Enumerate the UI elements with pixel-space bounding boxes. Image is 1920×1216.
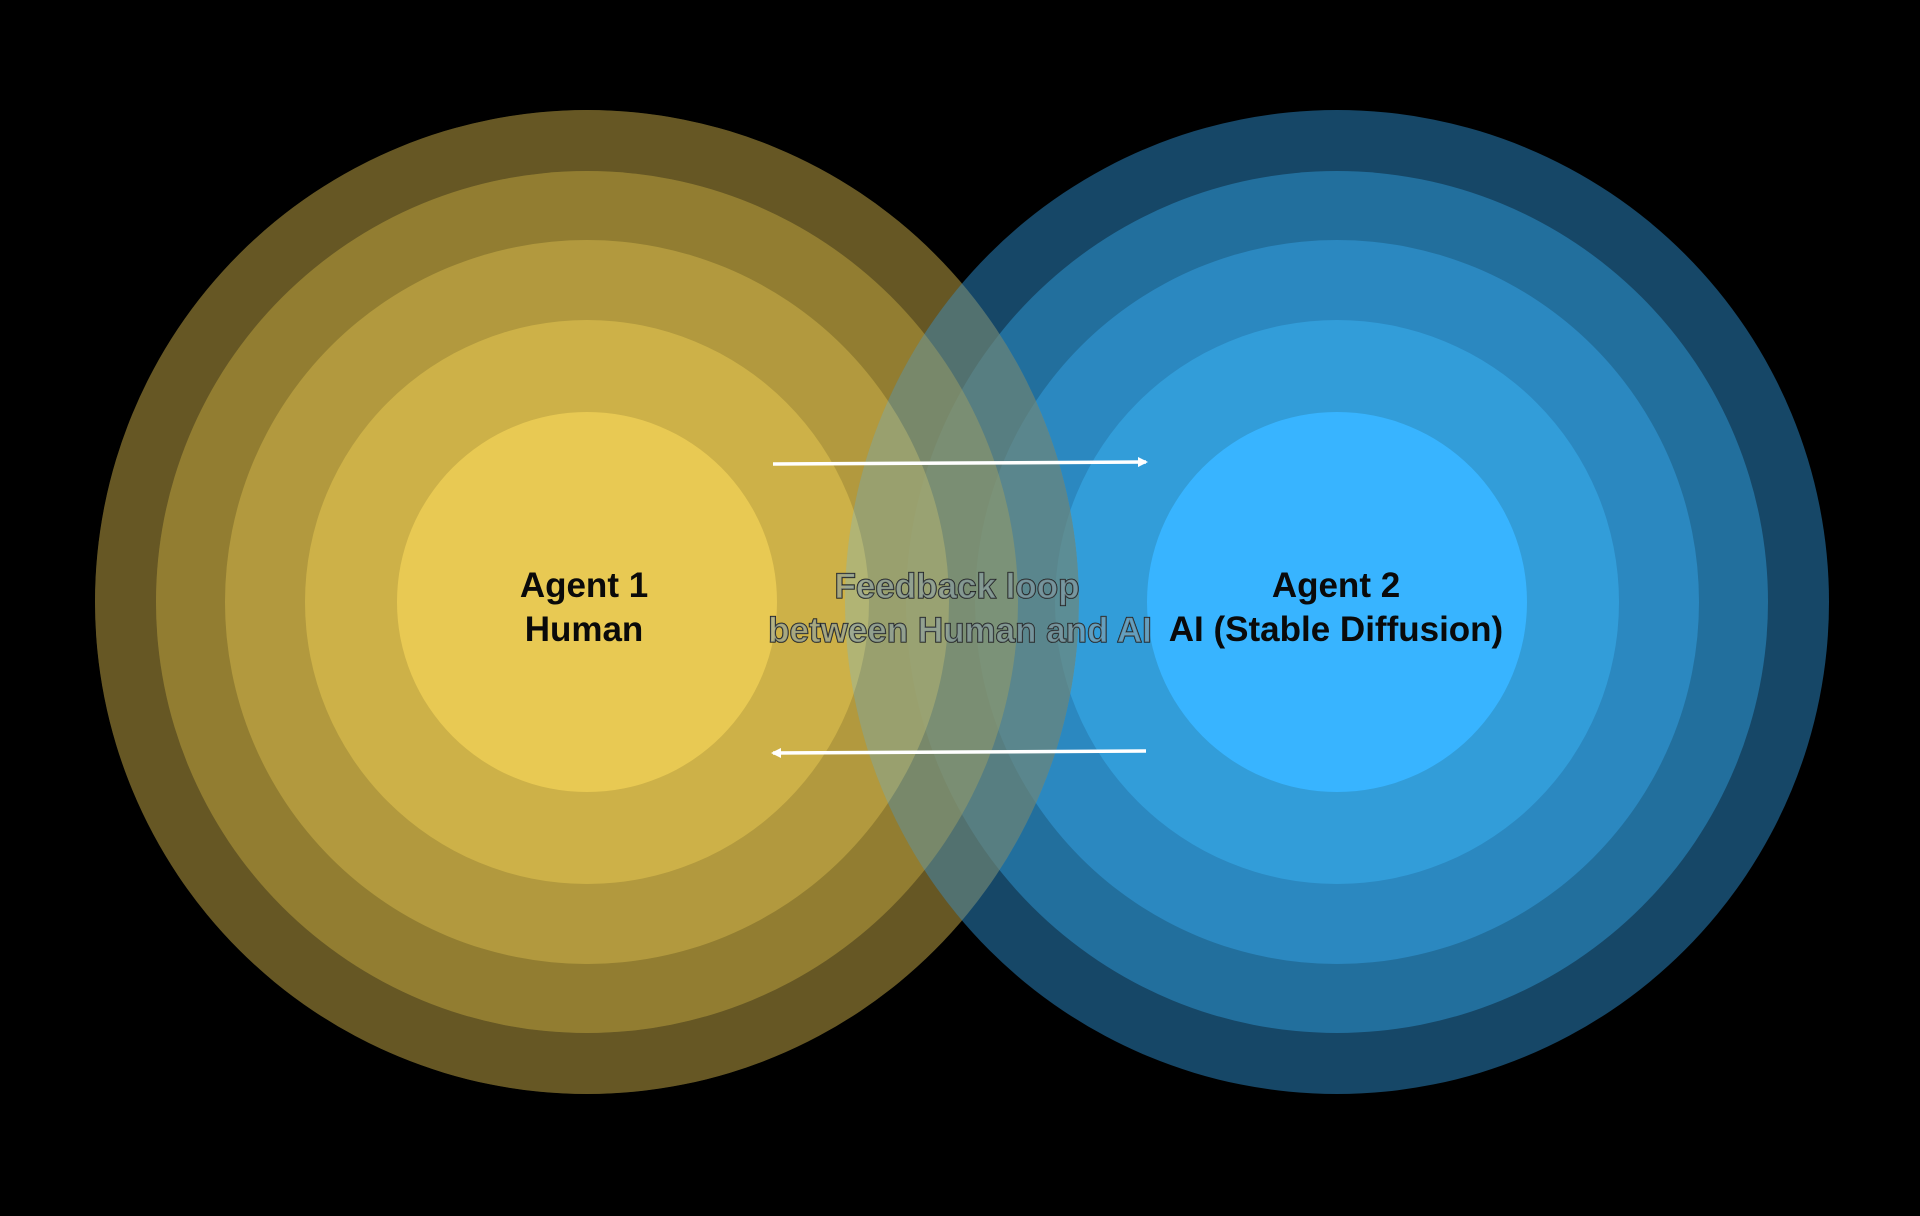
overlap-blend (95, 110, 1079, 1094)
feedback-loop-subtitle: between Human and AI (768, 611, 1152, 650)
arrow-right-icon (772, 457, 1148, 468)
overlap-region (95, 110, 1079, 1094)
agent2-subtitle: AI (Stable Diffusion) (1169, 610, 1503, 649)
arrow-left-icon (771, 747, 1147, 758)
overlap-agent1-ring-5 (397, 412, 777, 792)
agent2-ring-5 (1147, 412, 1527, 792)
agent2-title: Agent 2 (1272, 566, 1400, 605)
agent2-circle (845, 110, 1829, 1094)
agent1-title: Agent 1 (520, 566, 648, 605)
agent1-subtitle: Human (525, 610, 644, 649)
feedback-loop-title: Feedback loop (834, 567, 1079, 606)
